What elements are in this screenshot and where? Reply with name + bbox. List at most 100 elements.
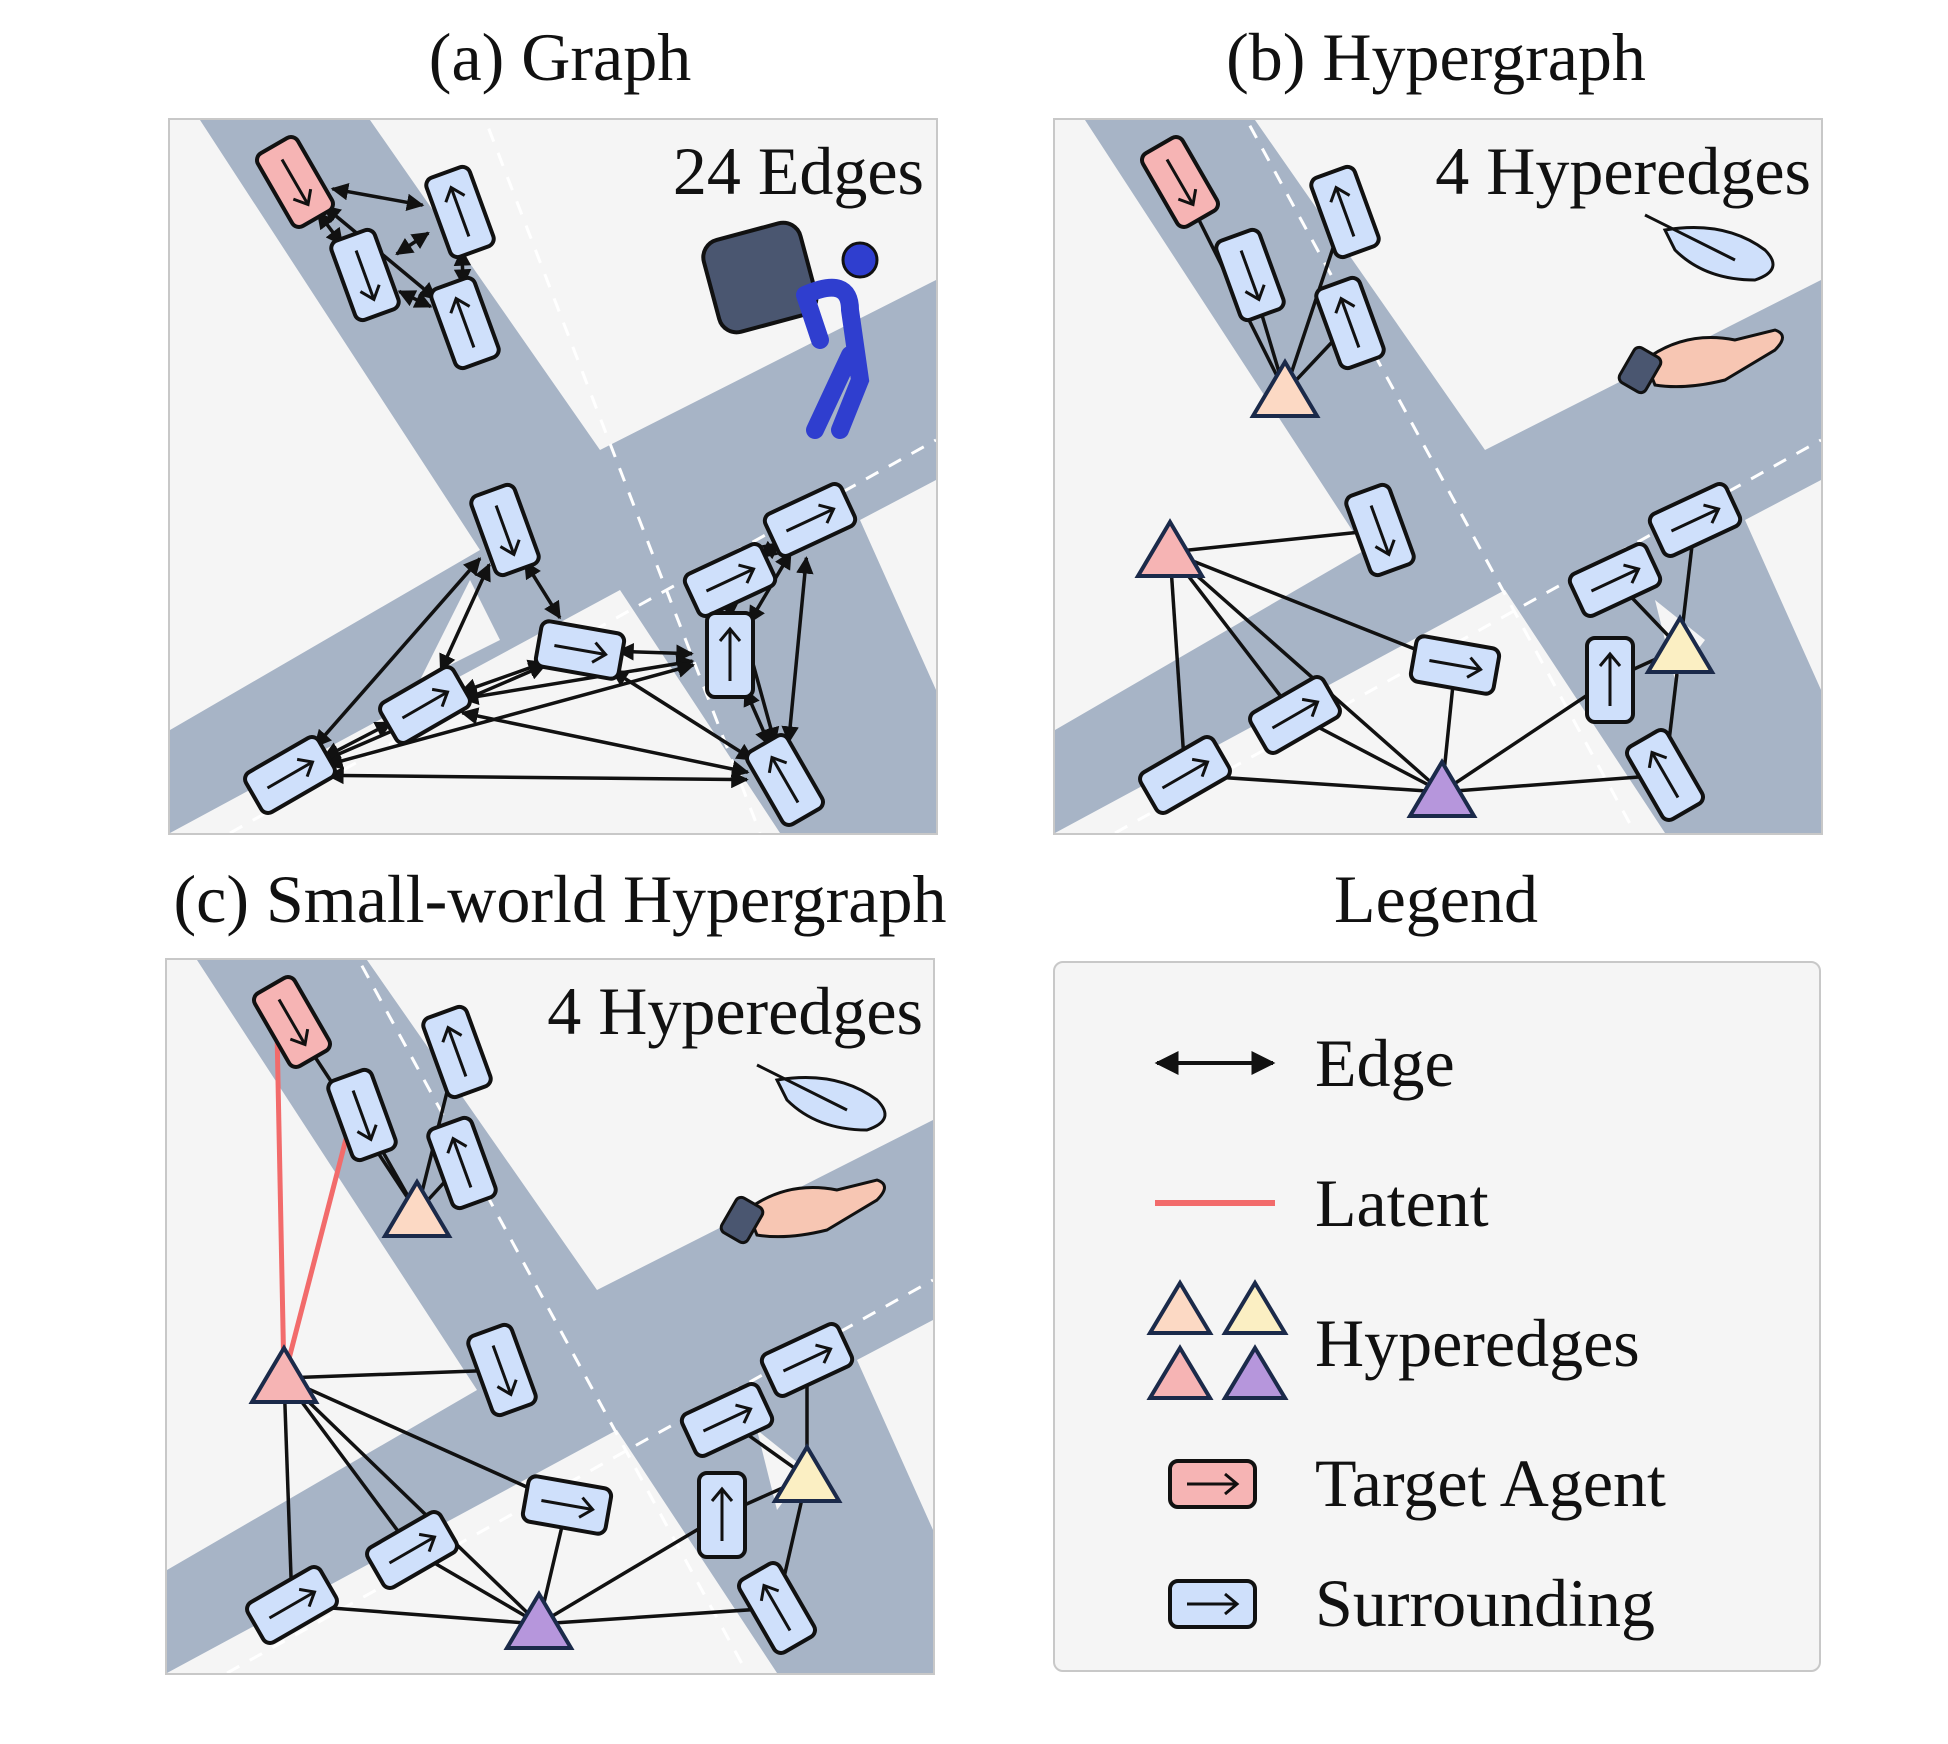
surrounding-agent (378, 665, 472, 745)
link (538, 1606, 778, 1626)
surrounding-agent (429, 275, 501, 371)
latent-link-group (274, 1029, 350, 1379)
hyperedge-node (248, 1344, 320, 1404)
link (616, 643, 694, 662)
link (460, 707, 750, 778)
panel-b-hypergraph: 4 Hyperedges (1053, 118, 1823, 835)
panel-a-graph: 24 Edges (168, 118, 938, 835)
link (397, 289, 433, 309)
link (743, 688, 772, 747)
hyperedge-node (771, 1443, 843, 1503)
edge-count-label: 24 Edges (672, 133, 924, 209)
link (1441, 678, 1611, 794)
legend-label: Edge (1315, 1025, 1455, 1101)
surrounding-agent (1248, 675, 1342, 755)
surrounding-agent (682, 542, 778, 618)
surrounding-agent (1344, 482, 1416, 578)
surrounding-agent (759, 1322, 855, 1398)
link (781, 556, 814, 744)
link (538, 1513, 723, 1626)
legend-label: Latent (1315, 1165, 1489, 1241)
link (326, 766, 749, 789)
link (395, 231, 430, 256)
surrounding-agent (1647, 482, 1743, 558)
surrounding-agent (1585, 636, 1635, 724)
surrounding-agent (533, 619, 627, 681)
surrounding-agent (424, 164, 496, 260)
legend-item-target-agent: Target Agent (1055, 1423, 1819, 1543)
surrounding-agent (243, 735, 337, 815)
surrounding-agent (1408, 634, 1502, 696)
panel-b-scene (1055, 120, 1821, 833)
link (282, 1377, 294, 1606)
link (1168, 551, 1187, 776)
surrounding-agent (421, 1004, 493, 1100)
surrounding-agent (1625, 728, 1705, 822)
legend-item-edge: Edge (1055, 1003, 1819, 1123)
link (1169, 528, 1381, 554)
vehicle-group (1138, 135, 1743, 822)
target-agent-icon (1168, 1459, 1257, 1509)
surrounding-agent (245, 1565, 339, 1645)
road (170, 120, 936, 833)
link (281, 1134, 350, 1379)
feather-icon (1644, 213, 1775, 282)
surrounding-agent (469, 482, 541, 578)
surrounding-agent (1314, 275, 1386, 371)
surrounding-agent (679, 1382, 775, 1458)
panel-c-title: (c) Small-world Hypergraph (173, 861, 947, 937)
surrounding-agent (737, 1561, 817, 1655)
panel-c-small-world-hypergraph: 4 Hyperedges (165, 958, 935, 1675)
vehicle-group (243, 135, 858, 827)
edge-arrow-icon (1154, 1051, 1276, 1075)
open-hand-icon (719, 1178, 886, 1245)
hyperedge-node (503, 1590, 575, 1650)
link (1168, 550, 1297, 717)
link (1441, 773, 1666, 794)
surrounding-agent (1138, 735, 1232, 815)
hyperedge-triangles-icon (1146, 1279, 1289, 1400)
surrounding-agent (520, 1474, 614, 1536)
legend-title: Legend (1334, 861, 1538, 937)
link (1168, 550, 1444, 794)
hyperedge-node (1644, 614, 1716, 674)
hyperedge-node (1134, 518, 1206, 578)
hyperedge-count-label: 4 Hyperedges (547, 973, 923, 1049)
legend-item-latent: Latent (1055, 1143, 1819, 1263)
link (1169, 550, 1456, 667)
link (283, 1368, 503, 1380)
surrounding-agent (762, 482, 858, 558)
link (330, 183, 425, 211)
panel-a-title: (a) Graph (428, 19, 692, 95)
surrounding-agent (705, 611, 755, 699)
surrounding-agent (1567, 542, 1663, 618)
surrounding-agent-icon (1168, 1579, 1257, 1629)
open-hand-icon (1617, 328, 1784, 395)
vehicle-group (245, 975, 855, 1655)
hyperedge-node (381, 1178, 453, 1238)
target-agent (255, 135, 335, 229)
panel-a-scene (170, 120, 936, 833)
legend-label: Hyperedges (1315, 1305, 1640, 1381)
latent-line-icon (1155, 1200, 1275, 1206)
legend-label: Target Agent (1315, 1445, 1666, 1521)
link (282, 1376, 541, 1626)
surrounding-agent (426, 1115, 498, 1211)
person-carrying-heavy-box-icon (701, 220, 879, 439)
legend-item-hyperedges: Hyperedges (1055, 1263, 1819, 1423)
surrounding-agent (745, 733, 825, 827)
link (282, 1376, 414, 1552)
hyperedge-count-label: 4 Hyperedges (1435, 133, 1811, 209)
link (324, 660, 696, 770)
hyperedge-node-group (1134, 358, 1716, 818)
legend-item-surrounding: Surrounding (1055, 1543, 1819, 1663)
panel-c-scene (167, 960, 933, 1673)
surrounding-agent (326, 1067, 398, 1163)
surrounding-agent (697, 1471, 747, 1559)
feather-icon (756, 1063, 887, 1132)
panel-b-title: (b) Hypergraph (1226, 19, 1646, 95)
link (274, 1029, 287, 1379)
surrounding-agent (466, 1322, 538, 1418)
surrounding-agent (1309, 164, 1381, 260)
hyperedge-node-group (248, 1178, 843, 1650)
